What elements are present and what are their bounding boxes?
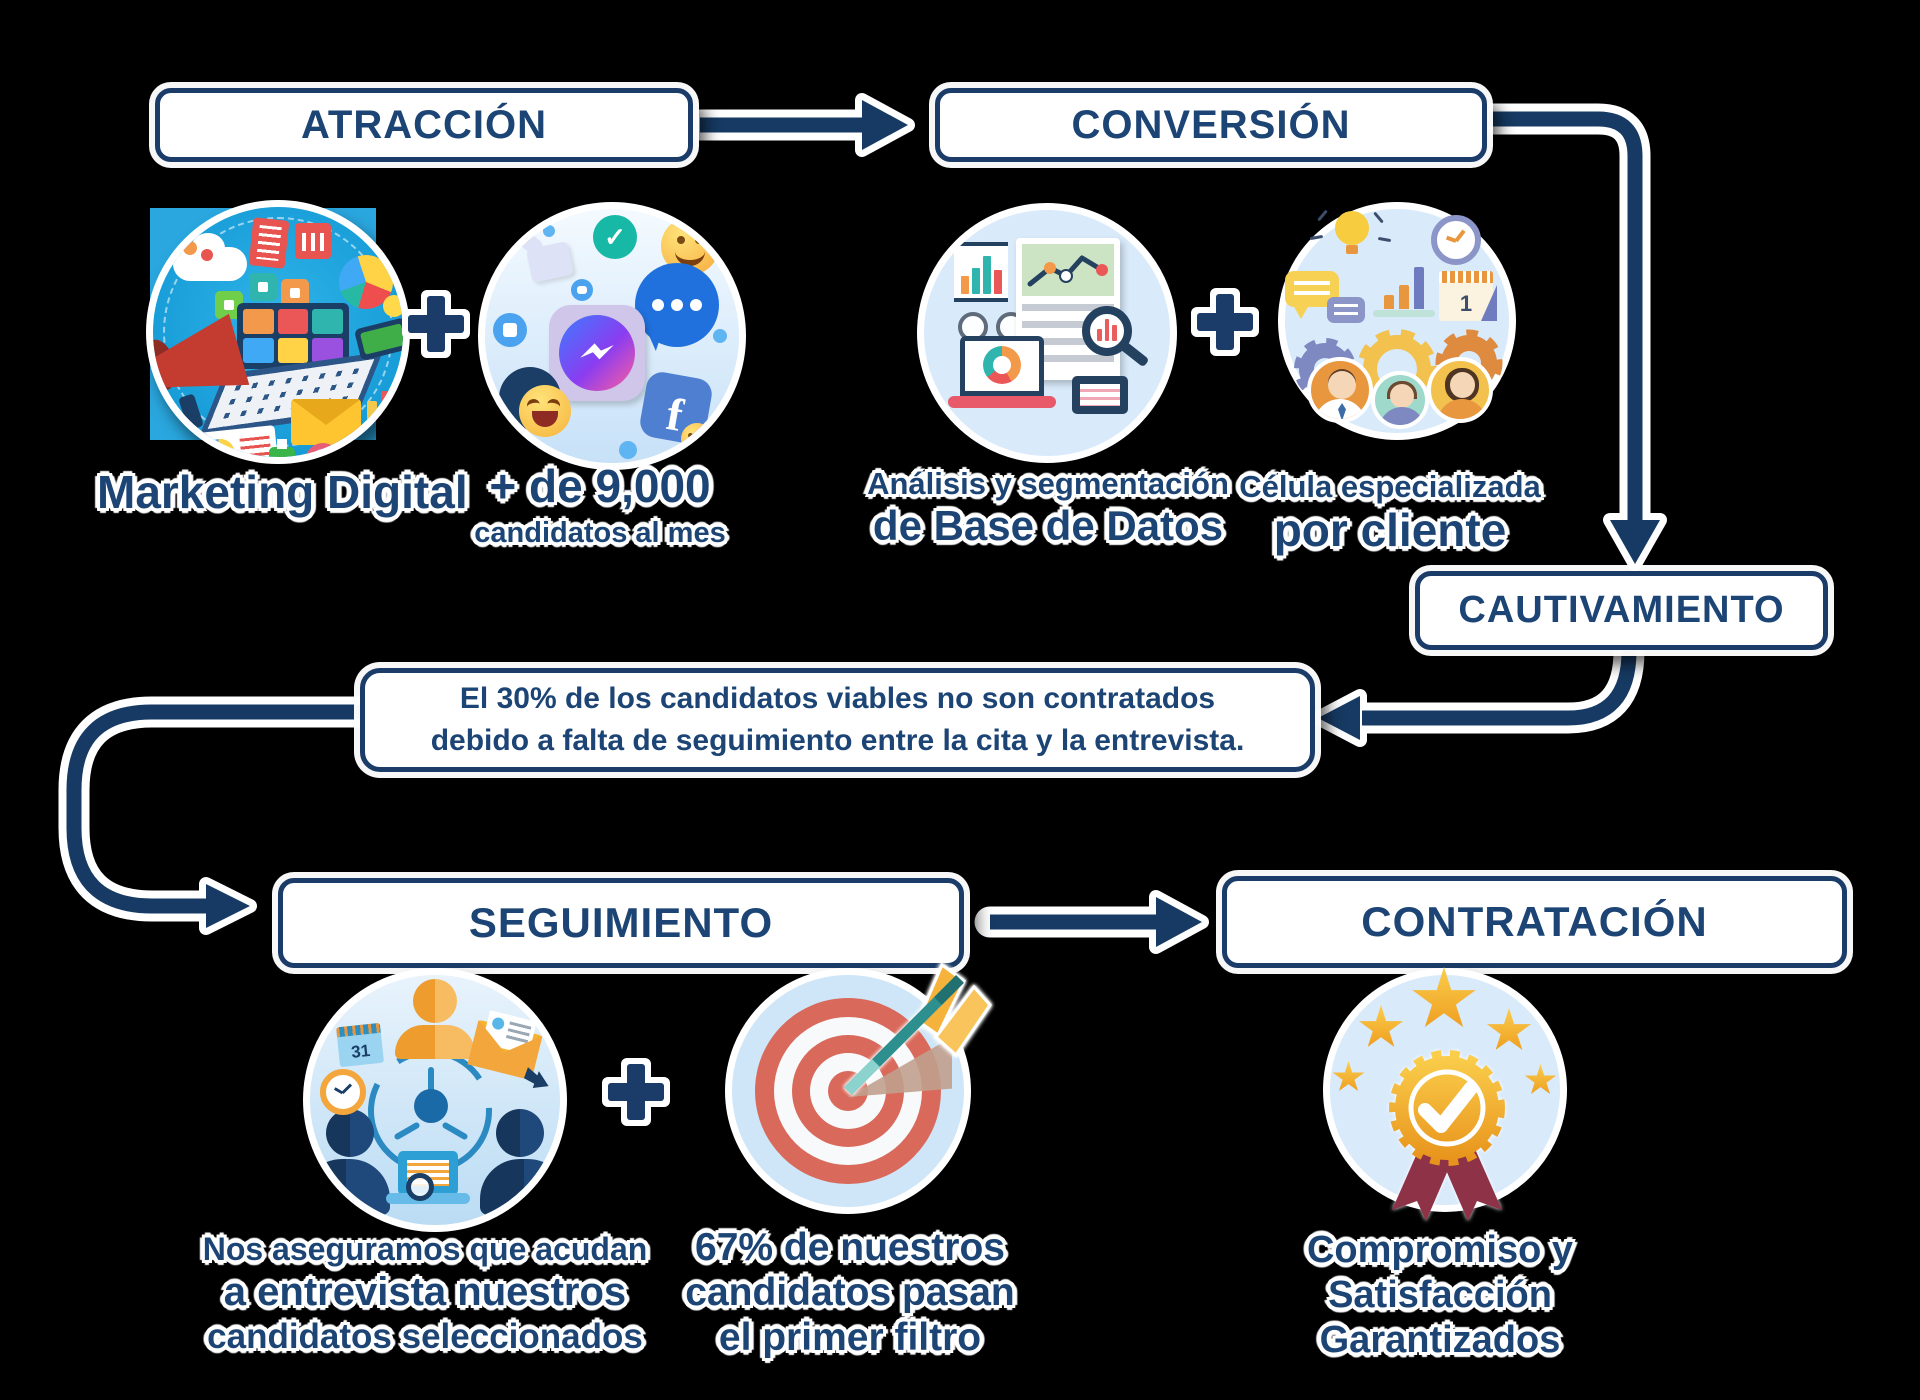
stage-box-conversion: CONVERSIÓN	[935, 88, 1487, 162]
star-icon	[1332, 1061, 1365, 1092]
social-media-icon: ✓ f	[478, 202, 746, 470]
note-box: El 30% de los candidatos viables no son …	[360, 668, 1315, 772]
stage-box-seguimiento: SEGUIMIENTO	[278, 878, 964, 968]
team-member-avatar	[1371, 371, 1429, 429]
network-caption: Nos aseguramos que acudan a entrevista n…	[202, 1231, 648, 1356]
dot	[543, 225, 555, 237]
gear-icon	[201, 249, 213, 261]
arrow-conversion-cautivamiento	[1489, 111, 1643, 524]
arrowhead-note-seguimiento	[206, 884, 250, 928]
calendar-icon: 31	[336, 1022, 384, 1068]
analysis-caption: Análisis y segmentación de Base de Datos	[867, 466, 1229, 550]
guarantee-badge-icon	[1323, 967, 1567, 1221]
star-icon	[1412, 967, 1476, 1028]
arrow-cautivamiento-note	[1362, 650, 1637, 726]
team-member-avatar	[1427, 357, 1493, 423]
stage-label-conversion: CONVERSIÓN	[1071, 102, 1351, 147]
magnifier-chart-icon	[1082, 306, 1132, 356]
stage-label-seguimiento: SEGUIMIENTO	[468, 899, 774, 946]
network-hub-icon	[414, 1089, 448, 1123]
medal-check-icon	[1389, 1050, 1505, 1221]
plus-icon	[1191, 288, 1259, 356]
app-tile-icon	[249, 273, 277, 301]
team-member-avatar	[1307, 357, 1373, 423]
target-caption: 67% de nuestros candidatos pasan el prim…	[685, 1226, 1015, 1360]
arrow-note-seguimiento	[66, 704, 364, 914]
analysis-icon	[917, 203, 1177, 463]
speech-bubble-icon	[1327, 297, 1365, 323]
bar-chart-card-icon	[954, 242, 1008, 302]
target-icon	[725, 962, 992, 1214]
chat-bubble-icon	[635, 263, 719, 347]
person-icon	[413, 979, 457, 1023]
like-icon	[493, 313, 527, 347]
interview-network-icon: 31	[303, 968, 567, 1232]
laughing-emoji-icon	[519, 385, 571, 437]
tablet-icon	[1072, 376, 1128, 414]
marketing-digital-icon	[146, 200, 410, 464]
like-icon	[571, 279, 593, 301]
note-line1: El 30% de los candidatos viables no son …	[459, 682, 1216, 715]
calendar-icon: 1	[1439, 271, 1493, 321]
stage-label-contratacion: CONTRATACIÓN	[1361, 898, 1708, 945]
clock-icon	[320, 1069, 366, 1115]
growth-chart-icon	[1373, 263, 1435, 317]
marketing-caption: Marketing Digital	[97, 466, 468, 518]
dot	[713, 329, 727, 343]
magnifier-icon	[406, 1173, 434, 1201]
badge-caption: Compromiso y Satisfacción Garantizados	[1306, 1229, 1574, 1362]
lightbulb-icon	[1335, 211, 1369, 254]
envelope-icon	[291, 399, 361, 445]
laptop-screen-icon	[237, 303, 349, 369]
line-chart-icon	[1022, 244, 1114, 296]
specialized-cell-icon: 1	[1278, 202, 1516, 440]
plus-icon	[402, 290, 470, 358]
lightbulb-icon	[383, 295, 403, 317]
document-icon	[248, 217, 290, 269]
person-icon	[326, 1109, 374, 1157]
stage-label-atraccion: ATRACCIÓN	[300, 102, 547, 147]
check-badge-icon: ✓	[593, 215, 637, 259]
dart-icon	[844, 962, 992, 1095]
arrowhead-seguimiento-contratacion	[1156, 897, 1202, 947]
stage-box-contratacion: CONTRATACIÓN	[1222, 876, 1847, 968]
arrowhead-conversion-cautivamiento	[1610, 520, 1660, 564]
stage-box-atraccion: ATRACCIÓN	[155, 88, 693, 162]
flask-icon	[269, 439, 295, 457]
candidates-stat-caption: + de 9,000 candidatos al mes	[474, 460, 726, 549]
messenger-icon	[549, 305, 645, 401]
clock-icon	[1431, 215, 1481, 265]
arrowhead-atraccion-conversion	[862, 100, 908, 150]
laptop-icon	[960, 336, 1044, 396]
bank-icon	[295, 223, 331, 259]
stage-box-cautivamiento: CAUTIVAMIENTO	[1415, 571, 1828, 650]
app-tile-icon	[281, 279, 309, 307]
dot	[619, 441, 637, 459]
coin-icon	[359, 439, 389, 457]
donut-chart-icon	[983, 346, 1021, 384]
arrowhead-cautivamiento-note	[1318, 696, 1360, 740]
smiley-icon	[681, 423, 713, 455]
bar-chart-icon	[367, 375, 403, 419]
plus-icon	[602, 1058, 670, 1126]
thumbs-up-icon	[525, 241, 575, 283]
stage-label-cautivamiento: CAUTIVAMIENTO	[1458, 589, 1785, 631]
person-icon	[496, 1109, 544, 1157]
cell-caption: Célula especializada por cliente	[1239, 469, 1541, 557]
note-line2: debido a falta de seguimiento entre la c…	[430, 724, 1245, 757]
gear-icon	[183, 241, 197, 255]
